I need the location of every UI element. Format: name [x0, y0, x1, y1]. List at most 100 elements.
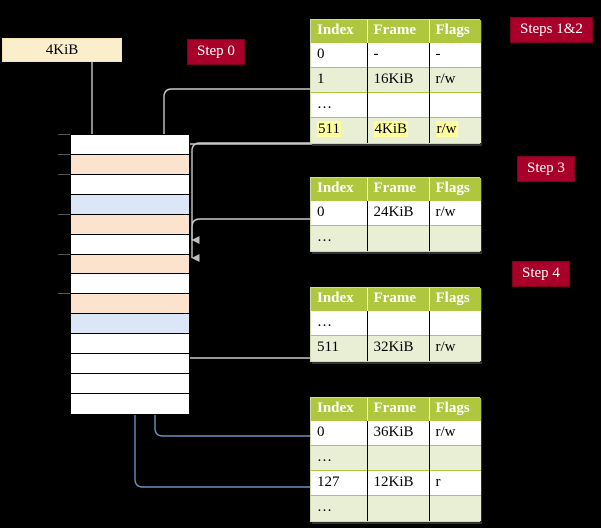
memory-frame-13 [71, 394, 189, 414]
badge-step-3: Step 3 [518, 157, 574, 181]
column-header-frame: Frame [367, 20, 430, 43]
cell-index: 511 [311, 117, 368, 143]
table-row[interactable]: 0-- [311, 42, 481, 68]
cell-flags: r/w [429, 420, 481, 446]
cell-flags: r [429, 470, 481, 496]
badge-step-3-label: Step 3 [527, 160, 565, 176]
cell-flags [429, 495, 481, 521]
column-header-index: Index [311, 288, 368, 311]
memory-tick-4 [58, 213, 70, 215]
cell-frame: 4KiB [367, 117, 430, 143]
cell-frame: 12KiB [367, 470, 430, 496]
virtual-address-label: 4KiB [45, 42, 79, 58]
column-header-index: Index [311, 398, 368, 421]
cell-frame: 36KiB [367, 420, 430, 446]
column-header-flags: Flags [429, 288, 481, 311]
column-header-flags: Flags [429, 20, 481, 43]
memory-tick-1 [58, 153, 70, 155]
cell-index: 0 [311, 420, 368, 446]
cell-frame [367, 495, 430, 521]
cell-frame: 16KiB [367, 67, 430, 93]
column-header-frame: Frame [367, 178, 430, 201]
memory-frame-8 [71, 294, 189, 315]
badge-step-4-label: Step 4 [522, 265, 560, 281]
cell-flags [429, 92, 481, 118]
cell-frame: 32KiB [367, 335, 430, 361]
column-header-flags: Flags [429, 178, 481, 201]
cell-frame [367, 225, 430, 251]
cell-frame [367, 92, 430, 118]
cell-index: 0 [311, 200, 368, 226]
memory-tick-6 [58, 253, 70, 255]
memory-tick-2 [58, 173, 70, 175]
cell-flags [429, 445, 481, 471]
cell-index: … [311, 445, 368, 471]
cell-index: … [311, 225, 368, 251]
memory-frame-6 [71, 254, 189, 275]
column-header-flags: Flags [429, 398, 481, 421]
memory-frame-5 [71, 234, 189, 255]
cell-flags: - [429, 42, 481, 68]
memory-frame-0 [71, 135, 189, 155]
memory-frame-3 [71, 194, 189, 215]
cell-index: 0 [311, 42, 368, 68]
table-row[interactable]: … [311, 225, 481, 251]
column-header-index: Index [311, 178, 368, 201]
badge-step-0-label: Step 0 [197, 43, 235, 59]
memory-tick-8 [58, 293, 70, 295]
badge-steps-1-2: Steps 1&2 [511, 18, 592, 42]
cell-flags: r/w [429, 117, 481, 143]
memory-frame-10 [71, 334, 189, 355]
table-row[interactable]: … [311, 445, 481, 471]
cell-flags: r/w [429, 200, 481, 226]
cell-frame [367, 445, 430, 471]
cell-index: … [311, 495, 368, 521]
column-header-frame: Frame [367, 288, 430, 311]
virtual-address-box: 4KiB [2, 38, 122, 62]
cell-flags [429, 225, 481, 251]
table-row[interactable]: … [311, 495, 481, 521]
memory-frame-7 [71, 274, 189, 295]
memory-tick-0 [58, 134, 70, 135]
memory-frame-2 [71, 174, 189, 195]
memory-frame-12 [71, 374, 189, 395]
badge-step-4: Step 4 [513, 262, 569, 286]
cell-flags: r/w [429, 335, 481, 361]
cell-index: 511 [311, 335, 368, 361]
table-row[interactable]: … [311, 92, 481, 118]
wire-memory-to-table2 [170, 302, 312, 359]
column-header-frame: Frame [367, 398, 430, 421]
cell-frame: - [367, 42, 430, 68]
cell-flags [429, 310, 481, 336]
physical-memory-column [70, 134, 190, 415]
cell-index: … [311, 310, 368, 336]
column-header-index: Index [311, 20, 368, 43]
cell-frame [367, 310, 430, 336]
memory-frame-11 [71, 354, 189, 375]
wire-memory-to-table1 [190, 143, 312, 145]
badge-steps-1-2-label: Steps 1&2 [520, 21, 583, 37]
badge-step-0: Step 0 [188, 40, 244, 64]
cell-index: 127 [311, 470, 368, 496]
memory-frame-4 [71, 214, 189, 235]
memory-frame-1 [71, 154, 189, 175]
cell-index: 1 [311, 67, 368, 93]
cell-frame: 24KiB [367, 200, 430, 226]
memory-frame-9 [71, 314, 189, 335]
table-row[interactable]: … [311, 310, 481, 336]
